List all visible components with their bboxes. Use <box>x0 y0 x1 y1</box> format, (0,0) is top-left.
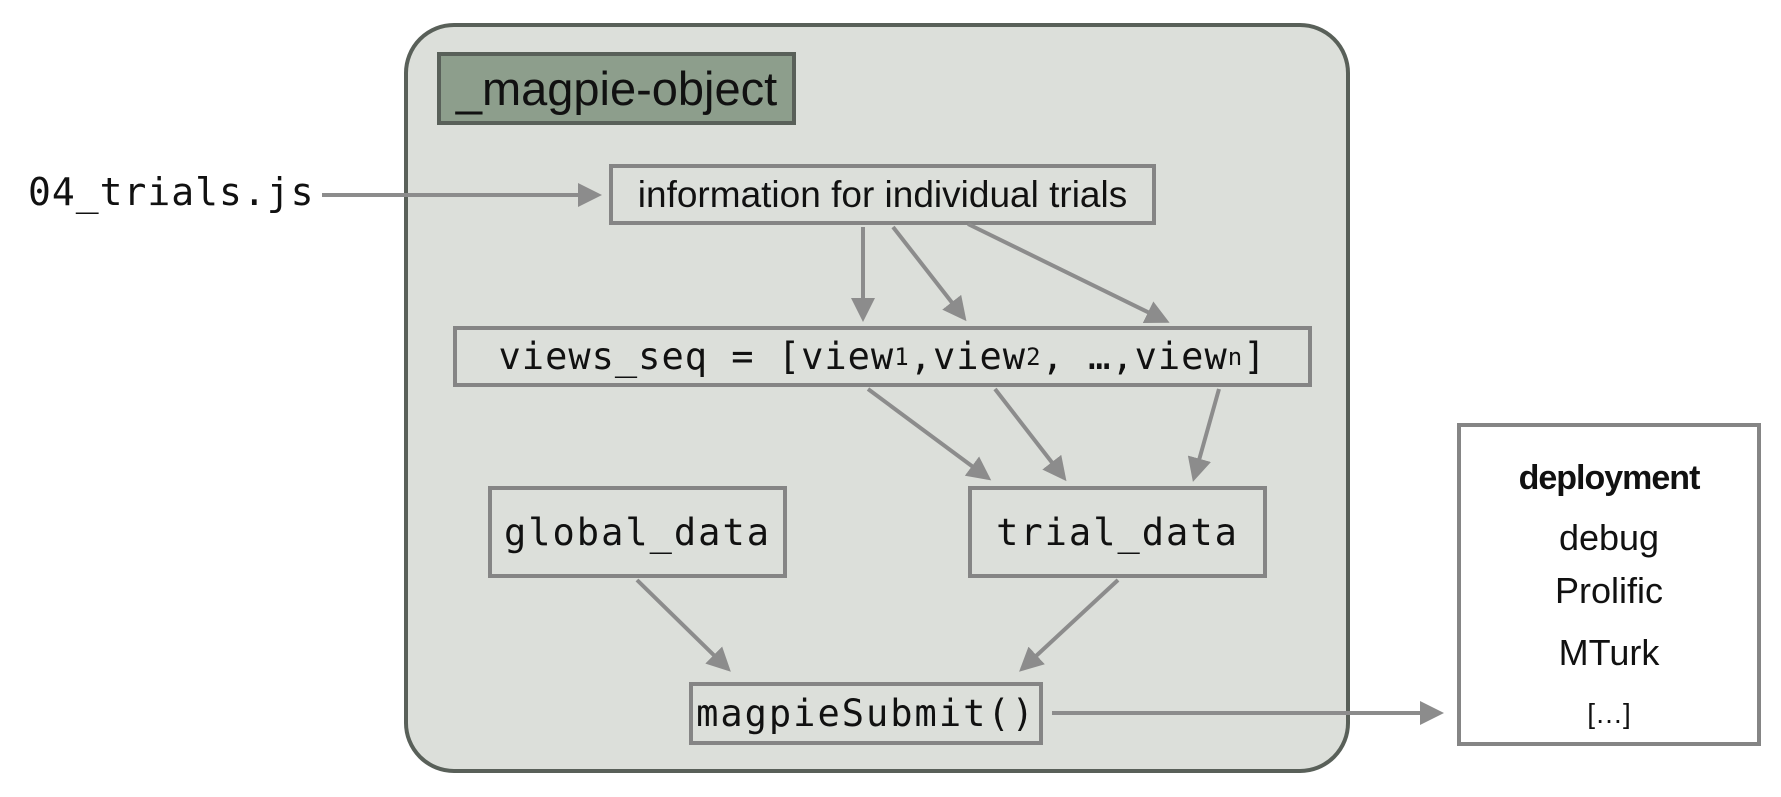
view-n-subscript: n <box>1227 342 1244 371</box>
magpie-object-container <box>404 23 1350 773</box>
deployment-title: deployment <box>1518 459 1701 497</box>
views-seq-separator-2: , …, <box>1041 335 1135 378</box>
magpie-object-title: _magpie-object <box>437 52 796 125</box>
deployment-option-prolific: Prolific <box>1554 570 1664 611</box>
views-seq-separator-1: , <box>909 335 933 378</box>
view-n-label: view <box>1134 335 1228 378</box>
deployment-option-mturk: MTurk <box>1558 632 1660 673</box>
view-1-subscript: 1 <box>894 342 910 371</box>
magpie-submit-node: magpieSubmit() <box>689 682 1043 745</box>
trial-info-node: information for individual trials <box>609 164 1156 225</box>
deployment-option-debug: debug <box>1558 517 1660 558</box>
views-seq-prefix: views_seq = [ <box>498 335 802 378</box>
trial-data-node: trial_data <box>968 486 1267 578</box>
trials-file-label: 04_trials.js <box>28 170 315 214</box>
view-1-label: view <box>801 335 895 378</box>
deployment-box: deployment debug Prolific MTurk […] <box>1457 423 1761 746</box>
view-2-label: view <box>932 335 1027 378</box>
view-2-subscript: 2 <box>1026 342 1042 371</box>
deployment-option-more: […] <box>1587 698 1631 729</box>
global-data-node: global_data <box>488 486 787 578</box>
views-seq-suffix: ] <box>1243 335 1267 378</box>
